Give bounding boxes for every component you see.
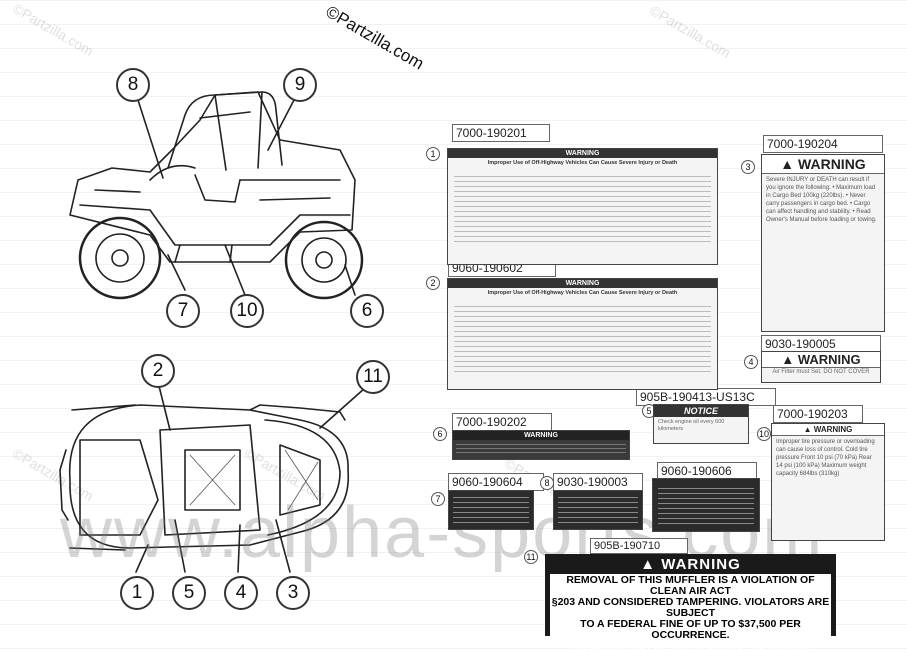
muffler-warning-title-text: WARNING [661,556,741,573]
notice-label-5: NOTICE Check engine oil every 600 kilome… [653,404,749,444]
label-7-body [453,495,529,523]
muffler-footer: This label may NOT be removed except by … [568,641,813,651]
part-number-1: 7000-190201 [452,124,550,142]
label-10-text: Improper tire pressure or overloading ca… [776,439,875,477]
callout-1: 1 [120,576,154,610]
label-index-7: 7 [431,492,445,506]
label-10-header: ▲ WARNING [772,424,884,436]
label-1-body [454,172,711,242]
label-4-text: Air Filter must Set. DO NOT COVER [772,369,870,375]
label-9 [652,478,760,532]
label-2-body [454,302,711,372]
label-index-3: 3 [741,160,755,174]
label-index-2: 2 [426,276,440,290]
label-index-6: 6 [433,427,447,441]
muffler-text-line-2: §203 AND CONSIDERED TAMPERING. VIOLATORS… [551,596,830,619]
callout-5: 5 [172,576,206,610]
muffler-text-line-3: TO A FEDERAL FINE OF UP TO $37,500 PER O… [580,618,801,641]
muffler-text-line-1: REMOVAL OF THIS MUFFLER IS A VIOLATION O… [566,574,815,597]
callout-2: 2 [141,354,175,388]
label-2-header: WARNING [448,279,717,288]
warning-label-3: ▲ WARNING Severe INJURY or DEATH can res… [761,154,885,332]
label-index-8: 8 [540,476,554,490]
label-3-header-text: WARNING [798,156,866,172]
label-3-text: Severe INJURY or DEATH can result if you… [766,177,877,223]
part-number-10: 7000-190203 [773,405,863,423]
callout-10: 10 [230,294,264,328]
warning-label-6: WARNING [452,430,630,460]
label-6-header: WARNING [453,431,629,440]
callout-9: 9 [283,68,317,102]
muffler-warning-title: ▲ WARNING [640,556,741,573]
label-index-4: 4 [744,355,758,369]
label-index-11: 11 [524,550,538,564]
callout-3: 3 [276,576,310,610]
label-index-10: 10 [757,427,771,441]
warning-label-1: WARNING Improper Use of Off-Highway Vehi… [447,148,718,265]
callout-11: 11 [356,360,390,394]
label-1-heading: Improper Use of Off-Highway Vehicles Can… [487,160,678,166]
callout-4: 4 [224,576,258,610]
label-8-body [558,495,638,523]
label-1-header: WARNING [448,149,717,158]
label-4-header-text: WARNING [797,352,861,367]
warning-label-10: ▲ WARNING Improper tire pressure or over… [771,423,885,541]
label-6-body [456,443,626,453]
warning-label-4: ▲ WARNING Air Filter must Set. DO NOT CO… [761,351,881,383]
label-9-body [658,484,754,524]
part-number-9: 9060-190606 [657,462,757,480]
label-8 [553,490,643,530]
label-5-text: Check engine oil every 600 kilometers [658,419,725,432]
label-4-header: ▲ WARNING [762,352,880,368]
callout-6: 6 [350,294,384,328]
muffler-warning-text: REMOVAL OF THIS MUFFLER IS A VIOLATION O… [550,574,831,641]
label-3-header: ▲ WARNING [762,155,884,174]
label-2-heading: Improper Use of Off-Highway Vehicles Can… [487,290,678,296]
part-number-11: 905B-190710 [590,538,688,554]
part-number-6: 7000-190202 [452,413,552,431]
part-number-7: 9060-190604 [448,473,544,491]
label-10-header-text: WARNING [813,425,853,434]
label-5-header: NOTICE [654,405,748,417]
part-number-8: 9030-190003 [553,473,643,491]
warning-label-2: WARNING Improper Use of Off-Highway Vehi… [447,278,718,390]
part-number-3: 7000-190204 [763,135,883,153]
muffler-warning-label: ▲ WARNING REMOVAL OF THIS MUFFLER IS A V… [545,554,836,651]
callout-8: 8 [116,68,150,102]
label-index-1: 1 [426,147,440,161]
label-7 [448,490,534,530]
callout-7: 7 [166,294,200,328]
